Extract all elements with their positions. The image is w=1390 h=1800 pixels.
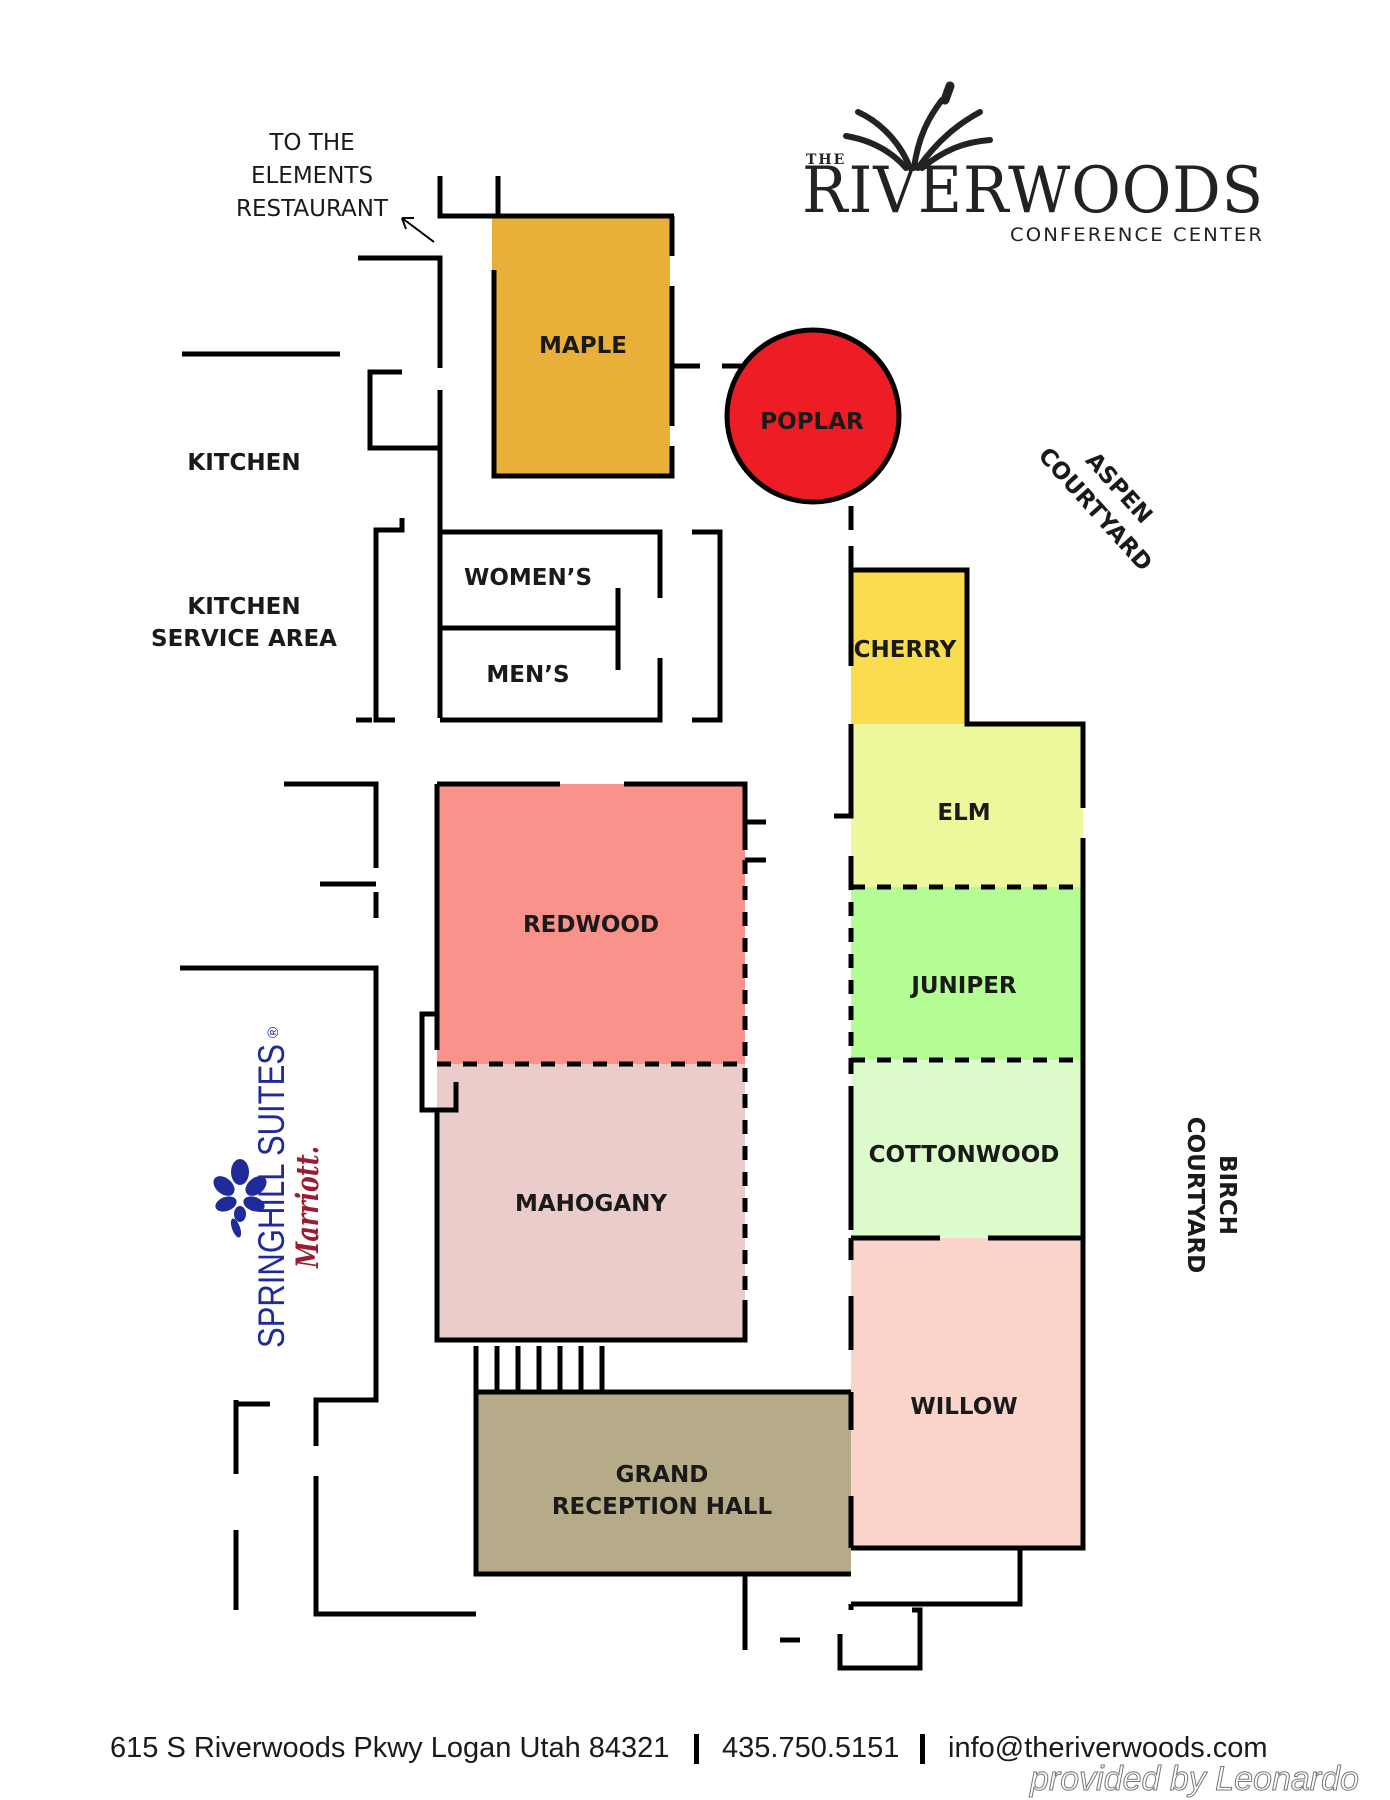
label-birch-line-2: COURTYARD (1182, 1117, 1208, 1274)
label-elm: ELM (937, 800, 990, 826)
room-juniper[interactable] (851, 887, 1083, 1060)
footer-divider (694, 1734, 699, 1764)
label-kitchen-service-line-1: KITCHEN (187, 594, 300, 620)
walls (180, 176, 1086, 1671)
label-kitchen: KITCHEN (187, 450, 300, 476)
label-redwood: REDWOOD (523, 912, 659, 938)
watermark-credit: provided by Leonardo (1029, 1760, 1359, 1798)
room-cottonwood[interactable] (851, 1060, 1083, 1238)
arrow-icon (401, 217, 435, 243)
hotel-brand: Marriott. (290, 1146, 326, 1269)
footer: 615 S Riverwoods Pkwy Logan Utah 84321 4… (110, 1732, 1359, 1799)
label-kitchen-service-line-2: SERVICE AREA (151, 626, 337, 652)
label-cherry: CHERRY (854, 637, 957, 663)
logo-name: RIVERWOODS (802, 154, 1264, 228)
label-mens: MEN’S (486, 662, 569, 688)
hotel-name: SPRINGHILL SUITES (251, 1044, 292, 1348)
riverwoods-logo: THE RIVERWOODS CONFERENCE CENTER (802, 81, 1264, 246)
footer-email[interactable]: info@theriverwoods.com (948, 1732, 1268, 1764)
directions-line-1: TO THE (268, 130, 354, 156)
footer-phone: 435.750.5151 (722, 1732, 899, 1764)
label-birch-line-1: BIRCH (1214, 1155, 1240, 1235)
directions-line-3: RESTAURANT (236, 196, 389, 222)
label-maple: MAPLE (539, 333, 627, 359)
room-cherry[interactable] (851, 572, 967, 724)
label-birch-courtyard: BIRCH COURTYARD (1182, 1117, 1240, 1274)
cattail-icon (843, 81, 993, 171)
room-redwood[interactable] (437, 784, 745, 1064)
logo-the: THE (806, 152, 846, 168)
label-juniper: JUNIPER (909, 973, 1017, 999)
room-poplar[interactable] (724, 327, 902, 505)
label-cottonwood: COTTONWOOD (869, 1142, 1060, 1168)
logo-subtitle: CONFERENCE CENTER (1010, 224, 1264, 246)
label-willow: WILLOW (910, 1394, 1017, 1420)
hotel-registered: ® (265, 1027, 282, 1038)
room-mahogany[interactable] (437, 1064, 745, 1340)
room-willow[interactable] (851, 1238, 1083, 1548)
room-elm[interactable] (851, 724, 1083, 887)
label-grand-line-2: RECEPTION HALL (552, 1494, 773, 1520)
label-poplar: POPLAR (760, 409, 864, 435)
room-grand-reception-hall[interactable] (476, 1392, 851, 1574)
label-womens: WOMEN’S (464, 565, 592, 591)
flower-icon (213, 1159, 267, 1238)
label-mahogany: MAHOGANY (515, 1191, 667, 1217)
footer-address: 615 S Riverwoods Pkwy Logan Utah 84321 (110, 1732, 669, 1764)
label-aspen-courtyard: ASPEN COURTYARD (1033, 443, 1157, 577)
directions-label: TO THE ELEMENTS RESTAURANT (236, 130, 389, 222)
partitions (437, 506, 1083, 1300)
label-grand-line-1: GRAND (616, 1462, 709, 1488)
springhill-suites-logo: SPRINGHILL SUITES ® Marriott. (213, 1027, 326, 1348)
footer-divider (920, 1734, 925, 1764)
directions-line-2: ELEMENTS (251, 163, 373, 189)
room-maple[interactable] (492, 218, 670, 476)
